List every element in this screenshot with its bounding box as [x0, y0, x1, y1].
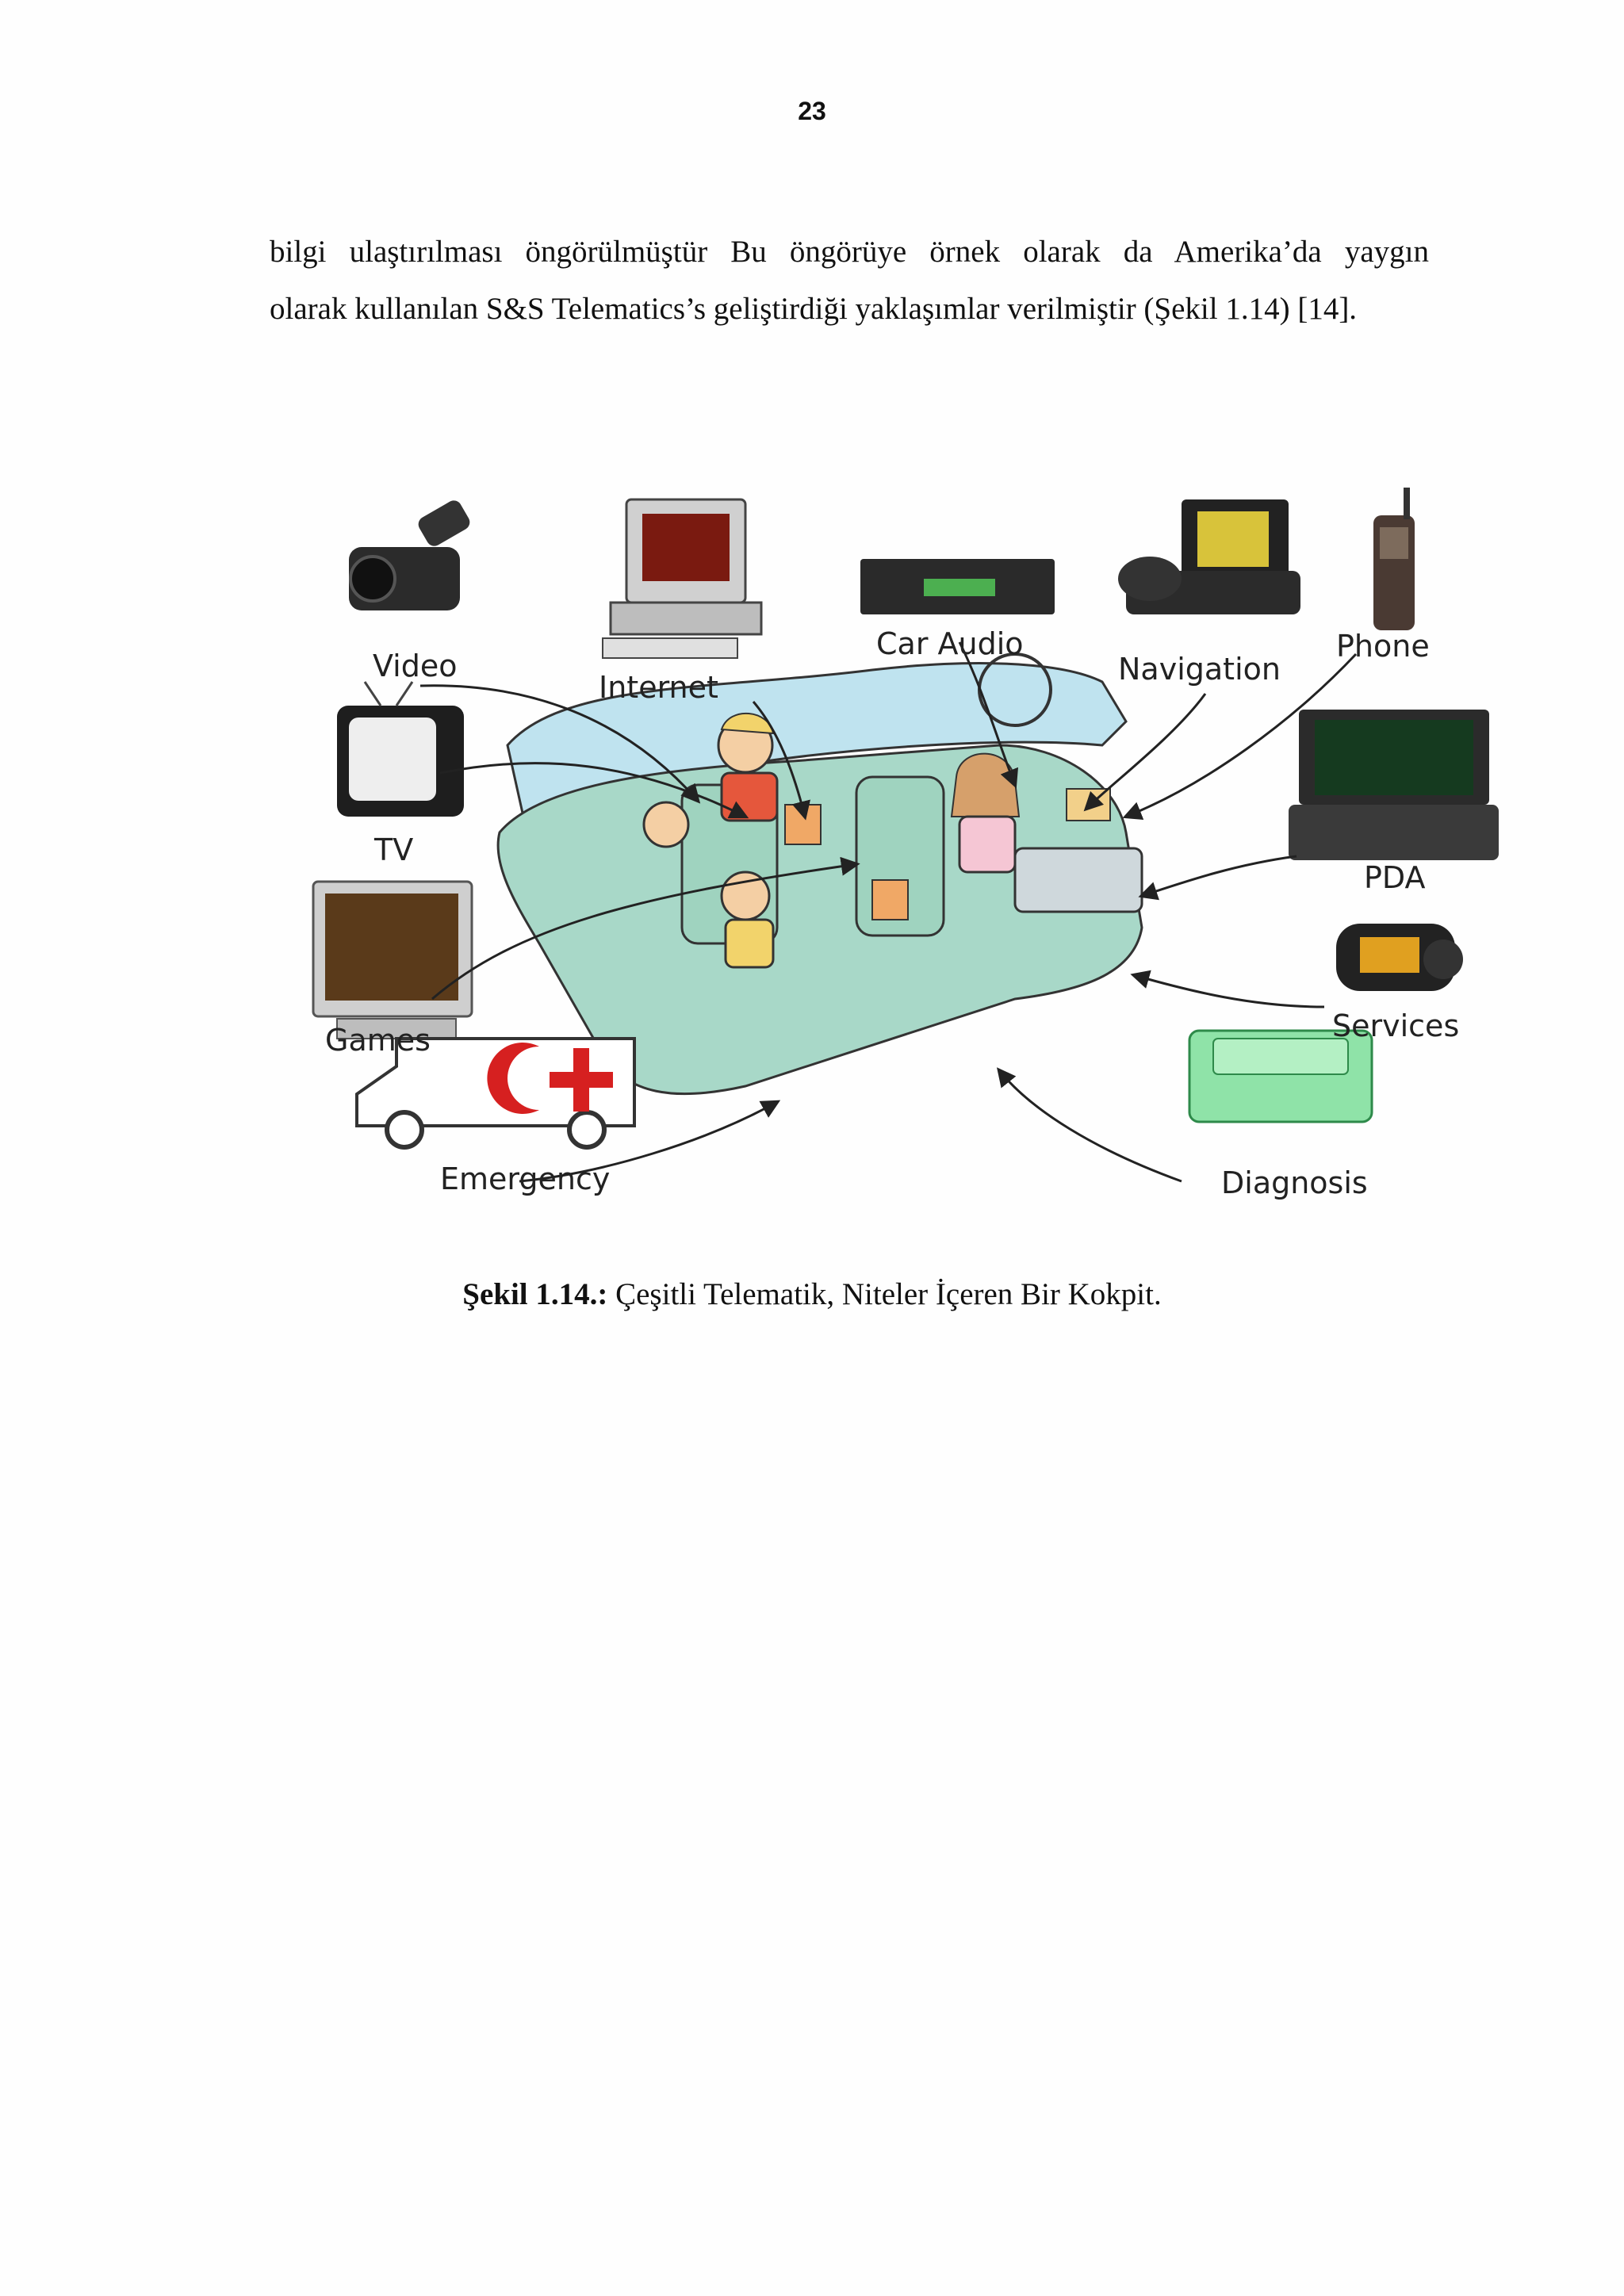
body-paragraph: bilgi ulaştırılması öngörülmüştür Bu öng…: [270, 224, 1429, 338]
label-tv: TV: [373, 832, 413, 867]
label-pda: PDA: [1364, 860, 1426, 895]
label-video: Video: [373, 649, 457, 683]
label-emergency: Emergency: [440, 1161, 610, 1196]
caption-label: Şekil 1.14.:: [462, 1277, 608, 1311]
label-phone: Phone: [1336, 629, 1430, 664]
navigation-device-icon: [1118, 499, 1300, 614]
paragraph-line-1: bilgi ulaştırılması öngörülmüştür Bu öng…: [270, 235, 1429, 269]
computer-icon: [602, 498, 763, 659]
figure-illustration: Video Internet Car Audio Navigation Phon…: [312, 488, 1499, 1200]
car-diagnosis-icon: [1188, 1029, 1373, 1123]
car-cabin-illustration: [496, 652, 1143, 1096]
tv-icon: [337, 681, 464, 817]
paragraph-line-2: olarak kullanılan S&S Telematics’s geliş…: [270, 292, 1358, 326]
figure-caption: Şekil 1.14.: Çeşitli Telematik, Niteler …: [0, 1276, 1624, 1312]
label-services: Services: [1332, 1008, 1459, 1043]
label-navigation: Navigation: [1118, 652, 1281, 687]
ambulance-icon: [355, 1037, 636, 1150]
label-diagnosis: Diagnosis: [1221, 1165, 1368, 1200]
connector-arrows: [419, 641, 1358, 1183]
pda-icon: [1289, 710, 1499, 860]
mobile-phone-icon: [1373, 488, 1415, 630]
video-camera-icon: [349, 500, 470, 610]
services-pager-icon: [1336, 924, 1463, 991]
page-number: 23: [798, 97, 826, 125]
label-internet: Internet: [599, 670, 718, 705]
games-monitor-icon: [312, 880, 473, 1039]
label-games: Games: [325, 1023, 431, 1058]
car-audio-icon: [860, 559, 1055, 614]
label-car-audio: Car Audio: [876, 626, 1024, 661]
caption-text: Çeşitli Telematik, Niteler İçeren Bir Ko…: [607, 1277, 1162, 1311]
telematics-cockpit-figure: Video Internet Car Audio Navigation Phon…: [301, 484, 1507, 1221]
